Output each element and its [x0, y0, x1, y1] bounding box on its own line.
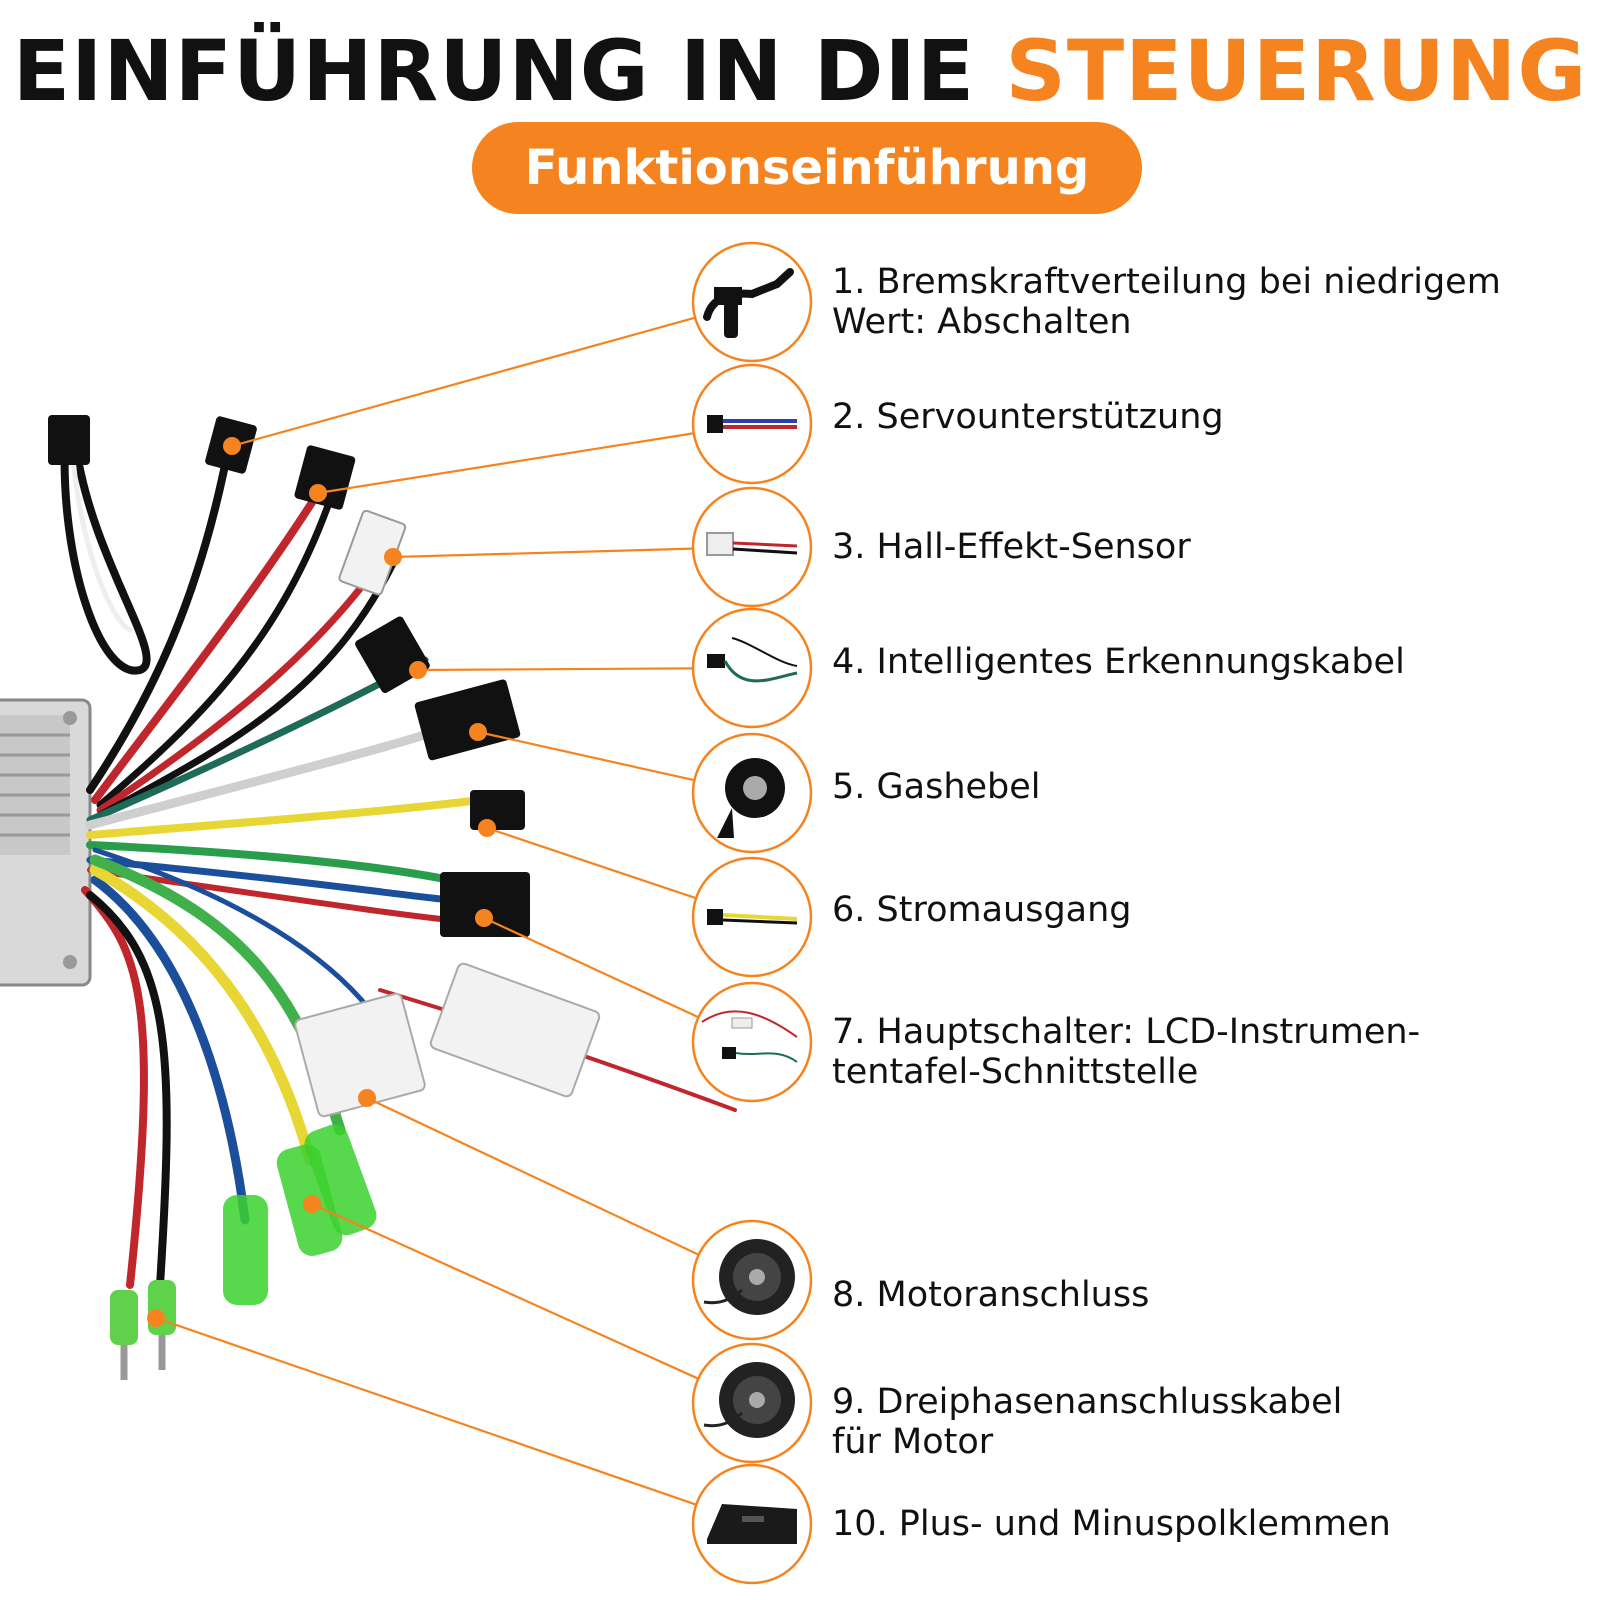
- leader-line-5: [477, 730, 695, 782]
- callout-label-3: 3. Hall-Effekt-Sensor: [832, 527, 1191, 567]
- callout-circle-4: [691, 607, 813, 729]
- anchor-dot-7: [475, 909, 493, 927]
- callout-circle-10: [691, 1463, 813, 1585]
- wire-harness: [60, 436, 737, 1289]
- callout-circle-9: [691, 1342, 813, 1464]
- callout-circle-2: [691, 363, 813, 485]
- anchor-dot-1: [223, 437, 241, 455]
- anchor-dot-4: [409, 661, 427, 679]
- leader-line-1: [231, 316, 696, 448]
- white-plug-cable-icon: [706, 532, 798, 556]
- hub-motor-icon: [703, 1239, 795, 1315]
- leader-line-7: [483, 917, 699, 1019]
- callout-label-line2: tentafel-Schnittstelle: [832, 1052, 1199, 1092]
- callout-circle-6: [691, 856, 813, 978]
- callout-circle-3: [691, 486, 813, 608]
- title-accent: STEUERUNG: [1005, 22, 1588, 120]
- leader-line-3: [392, 547, 694, 559]
- callout-circle-5: [691, 732, 813, 854]
- battery-pack-icon: [707, 1504, 797, 1544]
- callout-label-6: 6. Stromausgang: [832, 890, 1132, 930]
- callout-label-line1: 8. Motoranschluss: [832, 1275, 1150, 1315]
- anchor-dot-2: [309, 484, 327, 502]
- controller-box: [0, 698, 92, 987]
- callout-label-line1: 10. Plus- und Minuspolklemmen: [832, 1504, 1391, 1544]
- subtitle-text: Funktionseinführung: [524, 140, 1090, 196]
- callout-label-10: 10. Plus- und Minuspolklemmen: [832, 1504, 1391, 1544]
- callout-label-line1: 6. Stromausgang: [832, 890, 1132, 930]
- anchor-dot-3: [384, 548, 402, 566]
- leader-line-2: [317, 432, 694, 495]
- anchor-dot-9: [303, 1195, 321, 1213]
- callout-label-line1: 5. Gashebel: [832, 767, 1041, 807]
- anchor-dot-5: [469, 723, 487, 741]
- callout-label-4: 4. Intelligentes Erkennungskabel: [832, 642, 1405, 682]
- hub-motor-cable-icon: [703, 1362, 795, 1438]
- callout-circle-7: [691, 981, 813, 1103]
- power-output-cable-icon: [707, 909, 798, 925]
- callout-circle-8: [691, 1219, 813, 1341]
- callout-label-line1: 2. Servounterstützung: [832, 397, 1224, 437]
- callout-label-line1: 1. Bremskraftverteilung bei niedrigem: [832, 262, 1501, 302]
- callout-label-line1: 9. Dreiphasenanschlusskabel: [832, 1382, 1343, 1422]
- title-main: EINFÜHRUNG IN DIE: [12, 22, 976, 120]
- callout-label-line1: 3. Hall-Effekt-Sensor: [832, 527, 1191, 567]
- leader-line-9: [311, 1202, 699, 1380]
- page-title: EINFÜHRUNG IN DIE STEUERUNG: [0, 22, 1600, 120]
- callout-label-line1: 4. Intelligentes Erkennungskabel: [832, 642, 1405, 682]
- leader-lines: [147, 316, 700, 1506]
- callout-label-line2: für Motor: [832, 1422, 994, 1462]
- connector-cable-icon: [707, 415, 797, 433]
- anchor-dot-6: [478, 819, 496, 837]
- callout-label-2: 2. Servounterstützung: [832, 397, 1224, 437]
- subtitle-pill: Funktionseinführung: [472, 122, 1142, 214]
- callout-label-7: 7. Hauptschalter: LCD-Instrumen-tentafel…: [832, 1012, 1420, 1092]
- leader-line-8: [366, 1097, 700, 1256]
- anchor-dot-10: [147, 1309, 165, 1327]
- callout-circle-1: [691, 241, 813, 363]
- icon-circles: [691, 241, 813, 1585]
- callout-label-8: 8. Motoranschluss: [832, 1275, 1149, 1315]
- detection-cable-icon: [707, 637, 798, 683]
- leader-line-6: [486, 826, 697, 900]
- leader-line-4: [417, 667, 694, 672]
- anchor-dot-8: [358, 1089, 376, 1107]
- callout-label-5: 5. Gashebel: [832, 767, 1041, 807]
- thumb-throttle-icon: [717, 758, 785, 838]
- leader-line-10: [155, 1316, 697, 1506]
- lcd-interface-cable-icon: [701, 1010, 798, 1063]
- callout-label-line2: Wert: Abschalten: [832, 302, 1132, 342]
- brake-lever-icon: [703, 268, 794, 338]
- callout-label-line1: 7. Hauptschalter: LCD-Instrumen-: [832, 1012, 1421, 1052]
